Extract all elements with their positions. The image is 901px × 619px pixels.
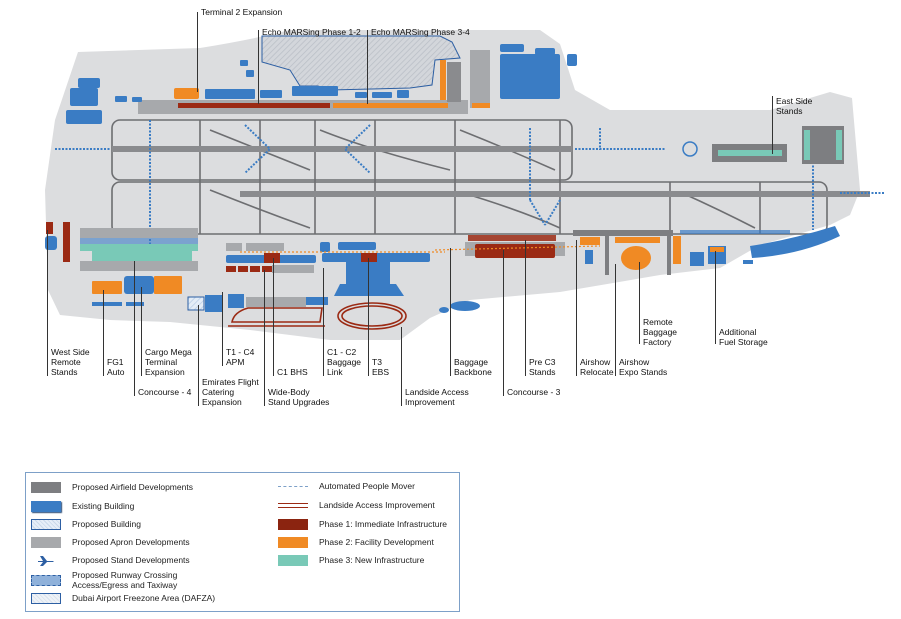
concourse-3 (475, 244, 555, 258)
terminal2-expansion (174, 88, 199, 99)
leader-line (401, 327, 403, 406)
existing-buildings-north (66, 44, 577, 124)
leader-line (273, 258, 275, 376)
legend-item-dafza: Dubai Airport Freezone Area (DAFZA) (31, 593, 215, 604)
legend-item-apron: Proposed Apron Developments (31, 537, 190, 548)
existing-building-swatch (31, 501, 61, 512)
legend-item-stand: Proposed Stand Developments (31, 555, 190, 566)
leader-line (222, 292, 224, 366)
airport-master-plan-map (45, 30, 885, 340)
fg1-auto (92, 281, 122, 294)
legend-item-phase3: Phase 3: New Infrastructure (278, 555, 424, 566)
emirates-catering (187, 296, 205, 311)
landside-line-swatch (278, 503, 308, 509)
phase2-swatch (278, 537, 308, 548)
legend-item-apm: Automated People Mover (278, 481, 415, 492)
east-side-stands (718, 150, 782, 156)
proposed-building-swatch (31, 519, 61, 530)
airfield-swatch (31, 482, 61, 493)
phase1-swatch (278, 519, 308, 530)
legend-item-proposed-building: Proposed Building (31, 519, 141, 530)
apm-line-swatch (278, 486, 308, 488)
callout-echo-marsing-12: Echo MARSing Phase 1-2 (262, 27, 361, 37)
runway-crossings (55, 120, 885, 245)
legend-item-phase2: Phase 2: Facility Development (278, 537, 434, 548)
callout-echo-marsing-34: Echo MARSing Phase 3-4 (371, 27, 470, 37)
runway-south (240, 191, 870, 197)
leader-line (639, 262, 641, 344)
leader-line (715, 251, 717, 344)
leader-line (134, 261, 136, 396)
leader-line (47, 230, 49, 376)
leader-line (615, 264, 617, 376)
callout-concourse-3: Concourse - 3 (507, 387, 561, 397)
leader-line (258, 30, 260, 104)
proposed-stands-phase1-north (178, 103, 330, 108)
legend-item-phase1: Phase 1: Immediate Infrastructure (278, 519, 447, 530)
leader-line (576, 240, 578, 376)
vor-beacon (682, 141, 698, 157)
runway-north (112, 146, 572, 152)
map-legend: Proposed Airfield Developments Existing … (25, 472, 460, 612)
leader-line (367, 30, 369, 104)
airshow-relocate (585, 250, 593, 264)
c1-bhs (264, 253, 280, 263)
callout-terminal2-expansion: Terminal 2 Expansion (201, 7, 283, 17)
concourse-4 (92, 251, 192, 261)
legend-item-existing-building: Existing Building (31, 501, 134, 512)
runway-crossing-swatch (31, 575, 61, 586)
leader-line (450, 248, 452, 376)
airshow-expo (621, 246, 651, 270)
leader-line (264, 270, 266, 406)
proposed-stands-phase2-north (333, 60, 490, 108)
callout-concourse-4: Concourse - 4 (138, 387, 192, 397)
leader-line (772, 96, 774, 154)
leader-line (323, 268, 325, 376)
leader-line (368, 258, 370, 376)
leader-line (525, 240, 527, 376)
cargo-mega-terminal (154, 276, 182, 294)
leader-line (103, 290, 105, 376)
apron-swatch (31, 537, 61, 548)
airplane-icon (31, 555, 61, 566)
phase3-swatch (278, 555, 308, 566)
leader-line (197, 12, 199, 92)
leader-line (141, 287, 143, 376)
legend-item-airfield: Proposed Airfield Developments (31, 482, 193, 493)
dafza-area (261, 35, 461, 91)
landside-access-roads (228, 302, 407, 330)
callout-c1-bhs: C1 BHS (277, 367, 308, 377)
dafza-swatch (31, 593, 61, 604)
legend-item-landside: Landside Access Improvement (278, 500, 435, 511)
leader-line (198, 305, 200, 406)
leader-line (503, 250, 505, 396)
